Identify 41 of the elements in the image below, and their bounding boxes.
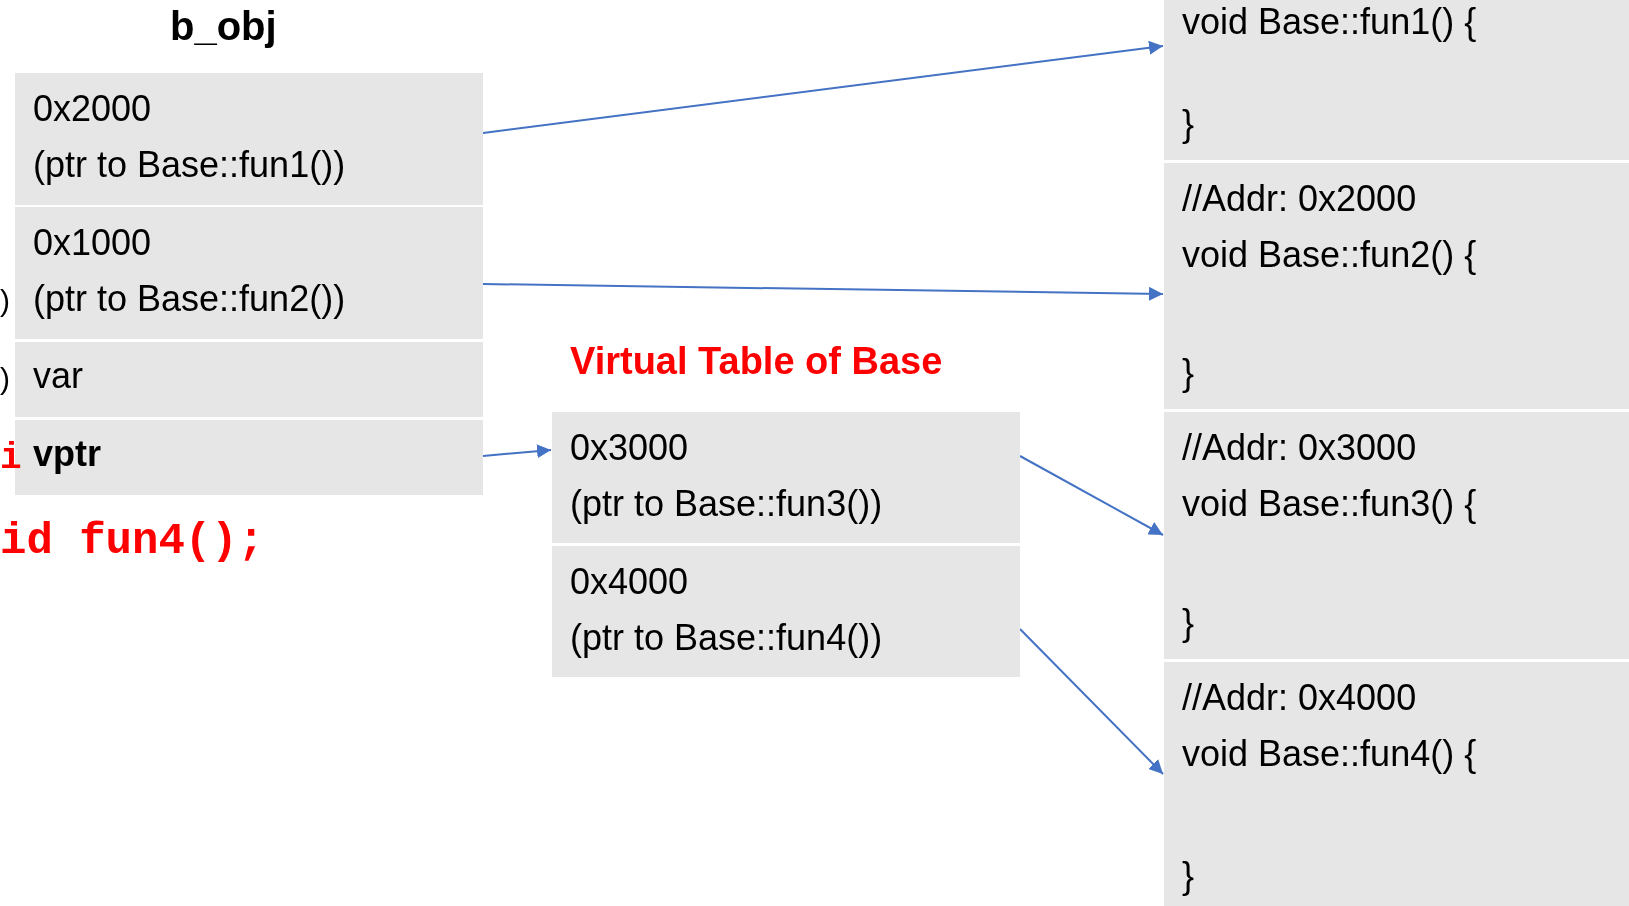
code-block [1164,163,1629,409]
code-text: //Addr: 0x3000 [1182,426,1418,470]
code-text: (ptr to Base::fun2()) [33,277,347,321]
code-fragment: ) [0,284,10,318]
arrow [482,40,1164,134]
code-text: //Addr: 0x2000 [1182,177,1418,221]
code-text: (ptr to Base::fun3()) [570,482,884,526]
code-text: 0x2000 [33,87,153,131]
code-text: } [1182,854,1196,898]
code-block [1164,412,1629,659]
code-text: } [1182,351,1196,395]
code-fragment: ) [0,362,10,396]
code-text: 0x3000 [570,426,690,470]
arrow [1019,455,1164,536]
code-text: } [1182,601,1196,645]
memory-cell [15,342,483,417]
code-text: var [33,354,84,398]
code-text: (ptr to Base::fun1()) [33,143,347,187]
memory-cell [15,207,483,339]
code-block [1164,0,1629,160]
code-text: 0x1000 [33,221,153,265]
arrow [1019,628,1164,775]
code-text: 0x4000 [570,560,690,604]
code-text: //Addr: 0x4000 [1182,676,1418,720]
code-text: void Base::fun2() { [1182,233,1478,277]
memory-cell [552,412,1020,543]
code-text: (ptr to Base::fun4()) [570,616,884,660]
memory-cell [15,73,483,205]
object-title: b_obj [170,4,277,49]
code-text: vptr [33,432,102,476]
code-text: void Base::fun3() { [1182,482,1478,526]
table-title: Virtual Table of Base [570,340,943,383]
code-block [1164,662,1629,906]
code-text: void Base::fun4() { [1182,732,1478,776]
code-text: void Base::fun1() { [1182,0,1478,44]
code-text: id fun4(); [0,516,265,566]
code-fragment: i [0,438,22,479]
code-text: } [1182,102,1196,146]
arrow [482,283,1164,301]
arrow [482,444,552,459]
memory-cell [552,546,1020,677]
